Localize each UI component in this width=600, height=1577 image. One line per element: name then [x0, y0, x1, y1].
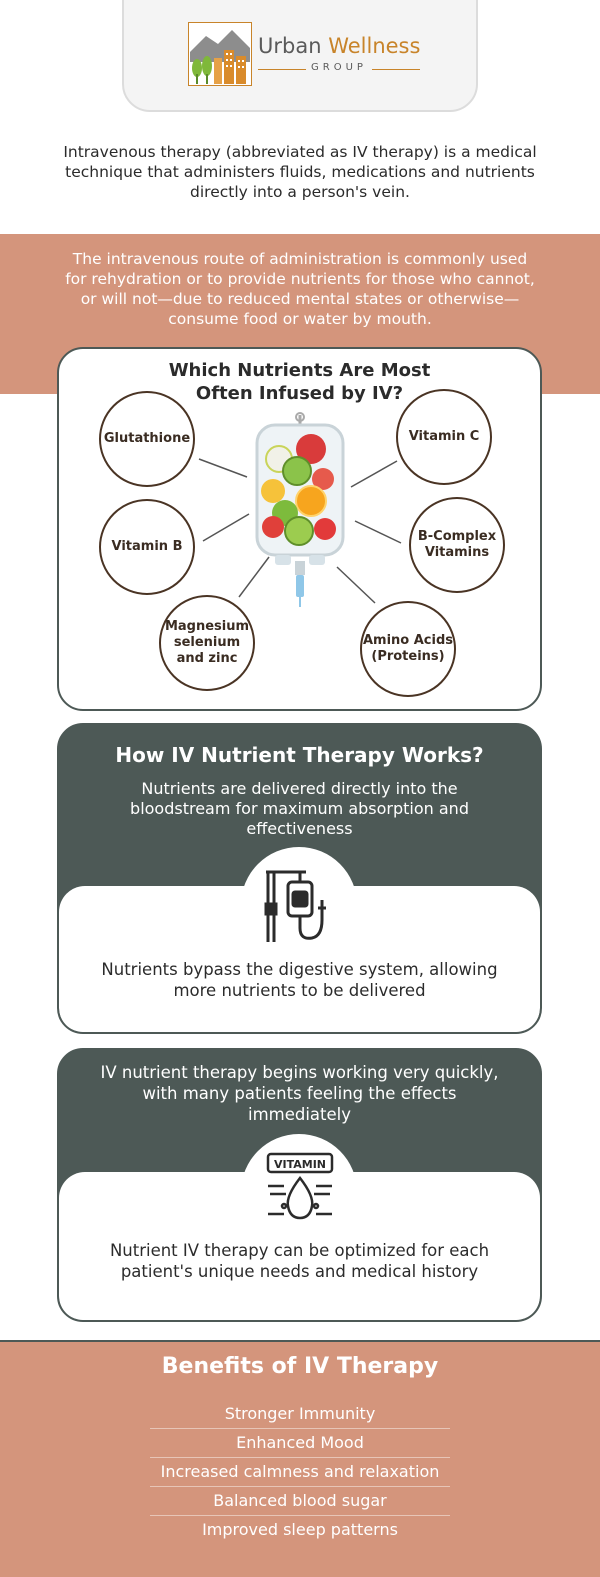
vitamin-icon-label: VITAMIN	[274, 1158, 326, 1171]
benefit-item: Enhanced Mood	[150, 1429, 450, 1458]
benefit-item: Balanced blood sugar	[150, 1487, 450, 1516]
intro-text: Intravenous therapy (abbreviated as IV t…	[63, 143, 537, 201]
how-light-panel	[59, 886, 540, 1032]
logo-wordmark: Urban Wellness	[258, 34, 420, 58]
how-it-works-card: How IV Nutrient Therapy Works? Nutrients…	[57, 723, 542, 1034]
logo-word-urban: Urban	[258, 34, 322, 58]
benefit-item: Stronger Immunity	[150, 1400, 450, 1429]
quick-effects-card: IV nutrient therapy begins working very …	[57, 1048, 542, 1322]
benefits-list: Stronger Immunity Enhanced Mood Increase…	[150, 1400, 450, 1545]
iv-fruit-bag-icon	[255, 412, 345, 607]
nutrient-amino-acids: Amino Acids (Proteins)	[360, 601, 456, 697]
logo-mark-icon	[188, 22, 252, 86]
iv-drip-icon	[264, 870, 326, 942]
nutrient-vitamin-c: Vitamin C	[396, 389, 492, 485]
nutrient-b-complex: B-Complex Vitamins	[409, 497, 505, 593]
nutrient-glutathione: Glutathione	[99, 391, 195, 487]
quick-light-panel	[59, 1172, 540, 1320]
benefit-item: Improved sleep patterns	[202, 1520, 398, 1539]
band-text: The intravenous route of administration …	[65, 250, 535, 328]
logo-sub: GROUP	[258, 62, 420, 73]
logo-word-wellness: Wellness	[328, 34, 421, 58]
nutrients-title: Which Nutrients Are Most Often Infused b…	[168, 360, 431, 404]
benefits-band	[0, 1340, 600, 1577]
how-light-text: Nutrients bypass the digestive system, a…	[101, 960, 498, 1000]
vitamin-drop-icon: VITAMIN	[266, 1152, 334, 1220]
nutrients-card: Which Nutrients Are Most Often Infused b…	[57, 347, 542, 711]
benefits-title: Benefits of IV Therapy	[161, 1354, 439, 1379]
nutrient-vitamin-b: Vitamin B	[99, 499, 195, 595]
benefit-item: Increased calmness and relaxation	[150, 1458, 450, 1487]
quick-dark-text: IV nutrient therapy begins working very …	[100, 1063, 499, 1124]
how-dark-text: Nutrients are delivered directly into th…	[130, 779, 469, 838]
logo-card: Urban Wellness GROUP	[122, 0, 478, 112]
how-title: How IV Nutrient Therapy Works?	[115, 743, 484, 767]
nutrient-magnesium: Magnesium selenium and zinc	[159, 595, 255, 691]
connector-lines	[198, 458, 402, 604]
quick-light-text: Nutrient IV therapy can be optimized for…	[109, 1241, 490, 1281]
